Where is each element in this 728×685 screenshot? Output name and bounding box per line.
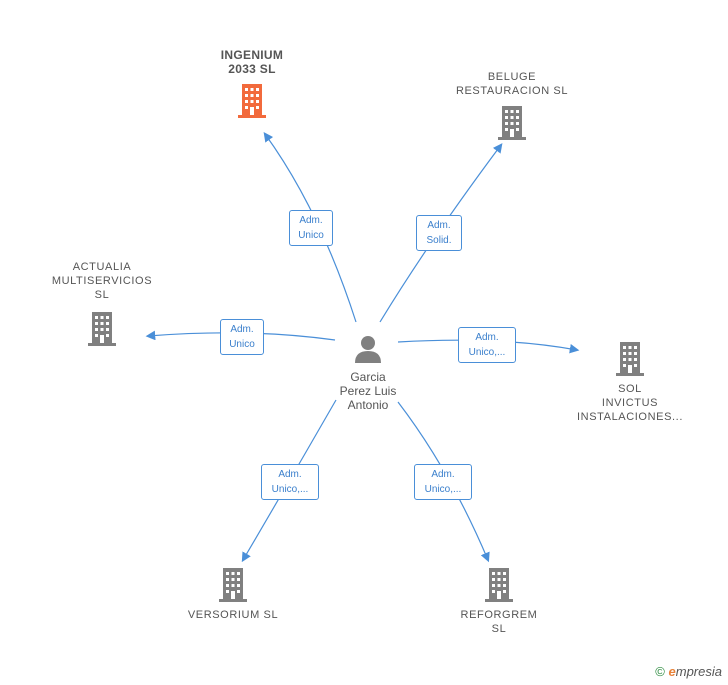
role-box-reforgrem[interactable]: Adm. Unico,... <box>414 464 472 500</box>
company-label-ingenium: INGENIUM 2033 SL <box>220 48 284 76</box>
person-node-center[interactable]: Garcia Perez Luis Antonio <box>318 334 418 412</box>
building-icon <box>485 568 513 602</box>
role-box-versorium[interactable]: Adm. Unico,... <box>261 464 319 500</box>
company-node-beluge[interactable]: BELUGE RESTAURACION SL <box>446 70 578 140</box>
company-label-beluge: BELUGE RESTAURACION SL <box>455 71 569 97</box>
role-box-actualia[interactable]: Adm. Unico <box>220 319 264 355</box>
company-label-reforgrem: REFORGREM SL <box>460 609 538 635</box>
company-node-versorium[interactable]: VERSORIUM SL <box>172 566 294 622</box>
copyright-icon: © <box>655 664 665 679</box>
footer-brand: © empresia <box>655 664 722 679</box>
building-icon <box>238 84 266 118</box>
company-node-ingenium[interactable]: INGENIUM 2033 SL <box>196 48 308 118</box>
building-icon <box>88 312 116 346</box>
company-label-actualia: ACTUALIA MULTISERVICIOS SL <box>51 261 153 301</box>
building-icon <box>498 106 526 140</box>
brand-logo[interactable]: empresia <box>668 664 722 679</box>
building-icon <box>219 568 247 602</box>
person-icon <box>355 336 381 363</box>
company-label-versorium: VERSORIUM SL <box>187 609 279 621</box>
building-icon <box>616 342 644 376</box>
company-node-sol[interactable]: SOL INVICTUS INSTALACIONES... <box>566 340 694 424</box>
role-box-beluge[interactable]: Adm. Solid. <box>416 215 462 251</box>
company-label-sol: SOL INVICTUS INSTALACIONES... <box>577 383 683 423</box>
person-label: Garcia Perez Luis Antonio <box>339 370 397 412</box>
role-box-sol[interactable]: Adm. Unico,... <box>458 327 516 363</box>
company-node-actualia[interactable]: ACTUALIA MULTISERVICIOS SL <box>42 260 162 346</box>
role-box-ingenium[interactable]: Adm. Unico <box>289 210 333 246</box>
company-node-reforgrem[interactable]: REFORGREM SL <box>440 566 558 636</box>
